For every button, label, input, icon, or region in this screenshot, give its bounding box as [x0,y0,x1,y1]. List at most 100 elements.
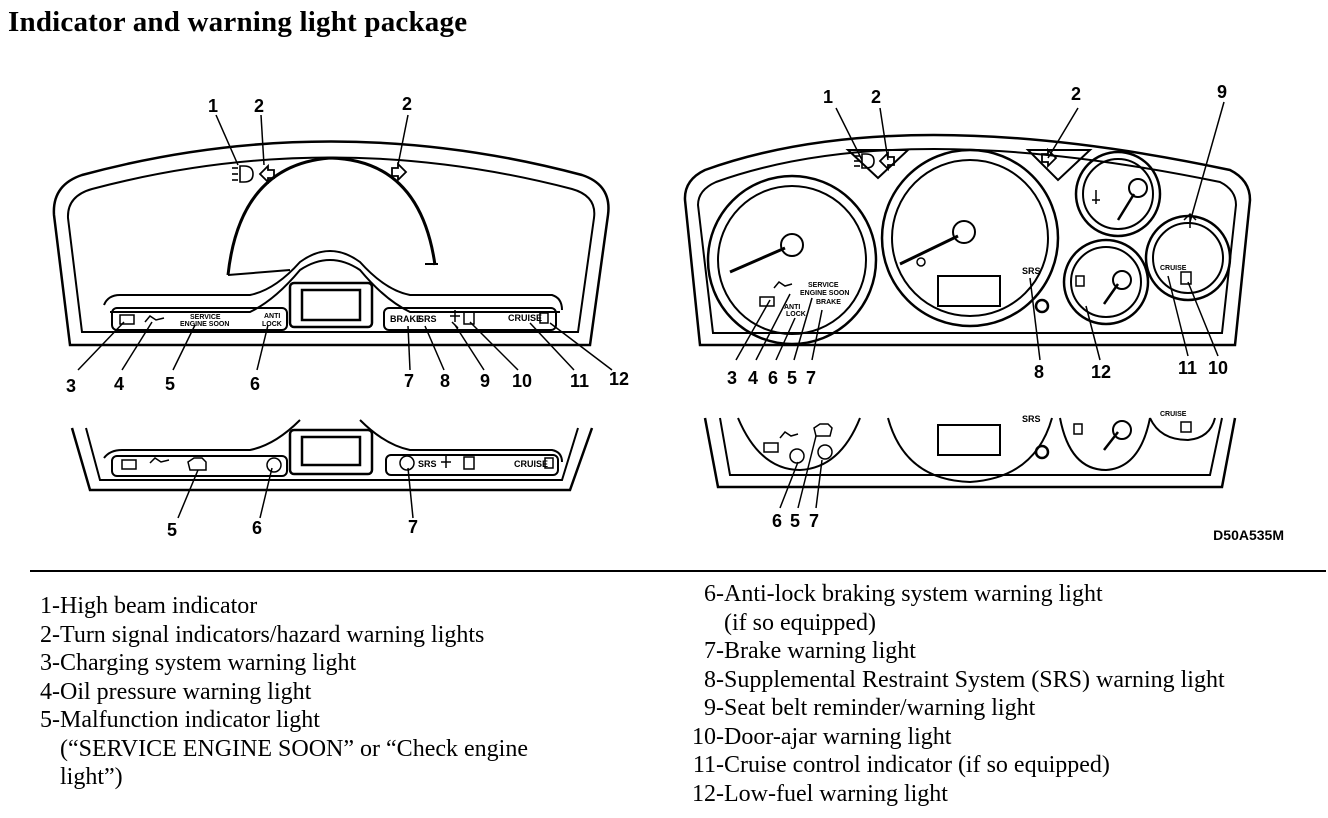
callout-r7: 7 [806,368,816,388]
callout-8: 8 [440,371,450,391]
legend-num: 1- [40,593,60,619]
right-cluster-outline [683,133,1252,347]
variant-cruise-label: CRUISE [514,459,548,469]
legend-right: 6- Anti-lock braking system warning ligh… [678,580,1225,808]
high-beam-icon [232,165,254,183]
callout-numbers: 1 2 2 3 4 5 6 7 8 9 10 11 12 5 6 7 1 2 2… [66,82,1228,540]
temperature-gauge [1074,150,1162,238]
right-anti-label: ANTI [784,304,800,311]
legend-item-3: 3- Charging system warning light [28,649,528,678]
right-turn-right-icon [1041,147,1058,169]
callout-r2b: 2 [1071,84,1081,104]
callout-7b: 7 [408,517,418,537]
service-label: SERVICE [190,314,221,321]
left-variant-outline [70,419,594,492]
anti-label: ANTI [264,313,280,320]
right-turn-left-icon [878,150,895,172]
callout-6b: 6 [252,518,262,538]
srs-label: SRS [418,314,437,324]
right-lock-label: LOCK [786,311,806,318]
right-variant-srs-label: SRS [1022,414,1041,424]
left-warning-strip-left [111,307,288,331]
legend-item-8: 8- Supplemental Restraint System (SRS) w… [678,666,1225,695]
page-title: Indicator and warning light package [8,6,468,38]
tachometer-gauge [706,174,878,346]
right-srs-label: SRS [1022,266,1041,276]
right-engine-soon-label: ENGINE SOON [800,290,849,297]
callout-r1: 1 [823,87,833,107]
legend-text: (“SERVICE ENGINE SOON” or “Check engine [60,735,528,762]
callout-1: 1 [208,96,218,116]
speedometer-gauge [880,148,1060,328]
leader-lines [77,101,1225,519]
legend-text: Seat belt reminder/warning light [724,695,1036,721]
right-cruise-label: CRUISE [1160,265,1187,272]
callout-12: 12 [609,369,629,389]
callout-5: 5 [165,374,175,394]
left-center-display [288,281,374,329]
fuel-pump-icon [539,275,1085,469]
legend-num: 2- [40,621,60,648]
battery-icon [119,296,779,470]
callout-r7b: 7 [809,511,819,531]
callout-2: 2 [254,96,264,116]
panel-texts: SERVICE ENGINE SOON ANTI LOCK BRAKE SRS … [180,265,1187,469]
legend-num: 6- [704,581,724,607]
callout-r12: 12 [1091,362,1111,382]
door-ajar-icon [463,271,1192,470]
cruise-label: CRUISE [508,313,542,323]
legend-num: 7- [704,638,724,664]
legend-num: 10- [692,723,724,750]
engine-icon [187,423,833,471]
right-high-beam-icon [854,153,875,169]
fuel-gauge [1062,238,1150,326]
legend-text: Turn signal indicators/hazard warning li… [60,621,485,648]
callout-r5: 5 [787,368,797,388]
legend-text: Cruise control indicator (if so equipped… [724,752,1110,778]
legend-text: (if so equipped) [724,609,876,636]
legend-item-4: 4- Oil pressure warning light [28,678,528,707]
callout-r8: 8 [1034,362,1044,382]
legend-num: 12- [692,780,724,807]
instrument-cluster-diagram: SERVICE ENGINE SOON ANTI LOCK BRAKE SRS … [52,82,1252,540]
legend-text: High beam indicator [60,593,258,619]
callout-r11: 11 [1178,358,1197,378]
brake-label: BRAKE [390,314,422,324]
legend-item-6: 6- Anti-lock braking system warning ligh… [678,580,1225,609]
legend-item-6-cont: (if so equipped) [678,609,1225,638]
seat-belt-icon [441,212,1197,468]
callout-r6: 6 [768,368,778,388]
callout-r5b: 5 [790,511,800,531]
lock-label: LOCK [262,321,282,328]
variant-srs-label: SRS [418,459,437,469]
callout-r2: 2 [871,87,881,107]
legend-item-5-cont: (“SERVICE ENGINE SOON” or “Check engine [28,735,528,764]
left-warning-strip-right [383,307,557,331]
legend-text: light”) [60,764,123,790]
legend-text: Oil pressure warning light [60,678,312,705]
legend-item-2: 2- Turn signal indicators/hazard warning… [28,621,528,650]
right-brake-label: BRAKE [816,299,841,306]
callout-r3: 3 [727,368,737,388]
legend-item-10: 10- Door-ajar warning light [678,723,1225,752]
divider-rule [30,570,1326,572]
callout-6: 6 [250,374,260,394]
legend-num: 4- [40,678,60,705]
abs-icon [266,444,833,473]
legend-text: Low-fuel warning light [724,780,948,807]
legend-text: Anti-lock braking system warning light [724,581,1103,607]
turn-right-icon [391,161,408,183]
callout-10: 10 [512,371,532,391]
callout-3: 3 [66,376,76,396]
right-service-label: SERVICE [808,282,839,289]
callout-r6b: 6 [772,511,782,531]
legend-item-1: 1- High beam indicator [28,592,528,621]
turn-signal-triangles [845,149,1093,182]
legend-text: Door-ajar warning light [724,723,952,750]
figure-code: D50A535M [1213,527,1284,543]
callout-11: 11 [570,371,589,391]
legend-num: 8- [704,666,724,693]
legend-item-11: 11- Cruise control indicator (if so equi… [678,751,1225,780]
engine-soon-label: ENGINE SOON [180,321,229,328]
legend-text: Supplemental Restraint System (SRS) warn… [724,666,1225,693]
